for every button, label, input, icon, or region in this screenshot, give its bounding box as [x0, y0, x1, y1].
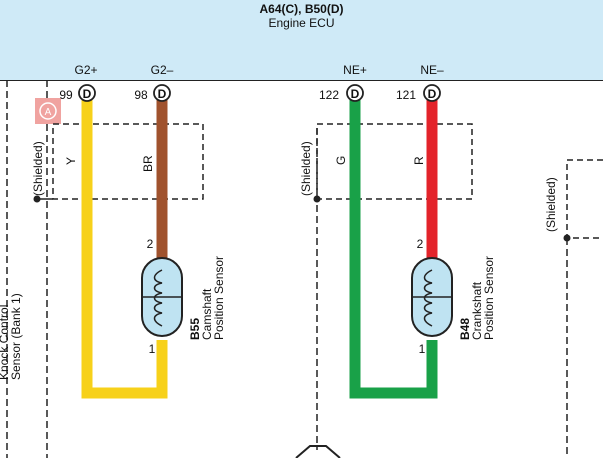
cam-sensor-name-2: Position Sensor [212, 256, 226, 340]
wire-g [349, 96, 438, 399]
shield-ground-dot-crank [313, 195, 321, 203]
svg-text:D: D [158, 87, 167, 101]
crank-pin-bottom: 1 [419, 342, 426, 356]
shield-ground-dot-cam [33, 195, 41, 203]
wire-code-y: Y [64, 157, 78, 165]
coil-icon [423, 269, 433, 327]
pin-name-ne-minus: NE– [420, 63, 444, 77]
crank-pin-top: 2 [417, 237, 424, 251]
crank-sensor-code: B48 [458, 318, 472, 340]
cam-pin-top: 2 [147, 237, 154, 251]
knock-sensor-label-2: Sensor (Bank 1) [9, 293, 23, 380]
ecu-name: Engine ECU [268, 16, 335, 30]
badge-letter: A [45, 107, 52, 118]
shield-box-cam [52, 123, 204, 200]
svg-text:D: D [428, 87, 437, 101]
knock-sensor-label-1: Knock Control [0, 305, 11, 380]
shield-label-right: (Shielded) [544, 177, 558, 232]
cam-pin-bottom: 1 [149, 342, 156, 356]
wire-code-g: G [334, 156, 348, 165]
shield-box-right [566, 159, 603, 239]
pin-name-g2-minus: G2– [151, 63, 174, 77]
shield-label-crank: (Shielded) [299, 141, 313, 196]
svg-text:98: 98 [134, 88, 148, 102]
shield-ground-dot-right [563, 234, 571, 242]
crank-sensor-name-2: Position Sensor [482, 256, 496, 340]
camshaft-sensor [141, 257, 183, 337]
pin-99-d: 99 D [59, 84, 96, 102]
wire-y [81, 96, 168, 399]
cam-sensor-name-1: Camshaft [200, 288, 214, 340]
wire-code-r: R [412, 156, 426, 165]
engine-ecu-block: A64(C), B50(D) Engine ECU [0, 0, 603, 81]
ecu-connector-title: A64(C), B50(D) [259, 2, 344, 16]
pin-98-d: 98 D [134, 84, 171, 102]
bottom-connector-shape [295, 445, 341, 458]
crankshaft-sensor [411, 257, 453, 337]
svg-text:D: D [351, 87, 360, 101]
pin-name-g2-plus: G2+ [74, 63, 97, 77]
shield-label-cam: (Shielded) [31, 141, 45, 196]
svg-text:121: 121 [396, 88, 416, 102]
crank-sensor-name-1: Crankshaft [470, 281, 484, 340]
pin-name-ne-plus: NE+ [343, 63, 367, 77]
svg-text:D: D [83, 87, 92, 101]
cam-sensor-code: B55 [188, 318, 202, 340]
svg-text:122: 122 [319, 88, 339, 102]
pin-122-d: 122 D [319, 84, 364, 102]
coil-icon [153, 269, 163, 327]
svg-text:99: 99 [59, 88, 73, 102]
pin-121-d: 121 D [396, 84, 441, 102]
wire-code-br: BR [141, 155, 155, 172]
